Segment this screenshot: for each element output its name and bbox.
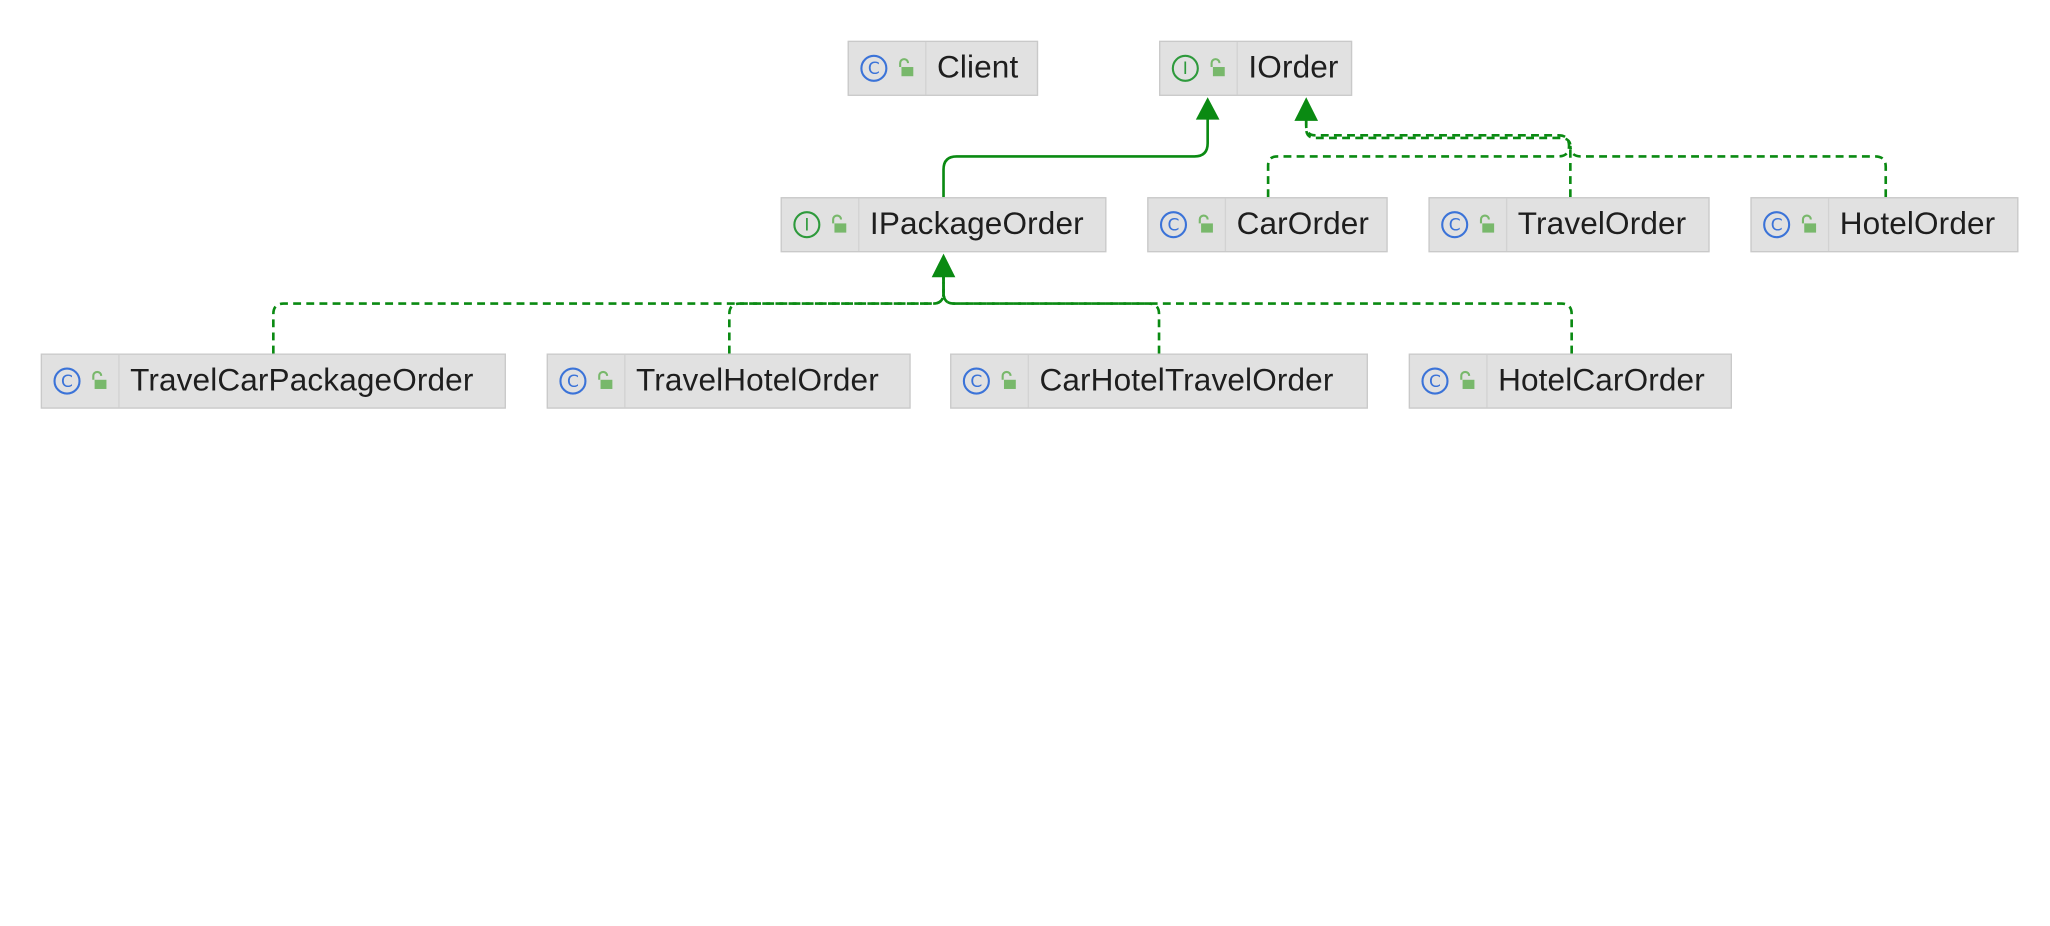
- edge-carorder-to-iorder: [1266, 118, 1571, 198]
- class-kind-icon: C: [962, 367, 991, 396]
- node-separator: [1827, 198, 1830, 251]
- class-node-travelhotelorder[interactable]: C TravelHotelOrder: [546, 353, 911, 409]
- edge-travelorder-to-iorder: [1304, 118, 1572, 198]
- unlocked-public-icon: [1205, 55, 1229, 81]
- interface-kind-icon: I: [1171, 54, 1200, 83]
- node-label: TravelHotelOrder: [636, 362, 879, 399]
- svg-text:C: C: [1449, 216, 1461, 236]
- node-separator: [118, 354, 120, 408]
- unlocked-public-icon: [1455, 368, 1479, 394]
- svg-text:C: C: [1771, 216, 1783, 236]
- svg-text:C: C: [1429, 372, 1441, 392]
- node-label: IPackageOrder: [869, 206, 1084, 242]
- svg-text:C: C: [868, 59, 880, 79]
- class-kind-icon: C: [53, 367, 82, 396]
- node-separator: [1027, 354, 1029, 408]
- unlocked-public-icon: [827, 212, 851, 238]
- class-kind-icon: C: [1762, 210, 1791, 239]
- edge-hotelcarorder-to-ipackageorder: [942, 275, 1573, 354]
- node-separator: [1236, 42, 1238, 95]
- class-node-carhoteltravelorder[interactable]: C CarHotelTravelOrder: [950, 353, 1368, 409]
- node-label: IOrder: [1248, 49, 1339, 86]
- arrowhead-iorder-solid: [1195, 97, 1220, 120]
- class-kind-icon: C: [1440, 210, 1469, 239]
- svg-text:C: C: [970, 372, 982, 392]
- edge-carhoteltravelorder-to-ipackageorder: [942, 275, 1161, 354]
- edge-hotelorder-to-iorder: [1569, 145, 1888, 198]
- node-label: HotelCarOrder: [1498, 362, 1705, 399]
- class-kind-icon: C: [1159, 210, 1188, 239]
- unlocked-public-icon: [894, 55, 918, 81]
- unlocked-public-icon: [593, 368, 617, 394]
- class-node-hotelcarorder[interactable]: C HotelCarOrder: [1408, 353, 1732, 409]
- edge-travelcarpackageorder-to-ipackageorder: [272, 275, 945, 354]
- arrowhead-ipackageorder: [931, 253, 956, 278]
- svg-text:I: I: [1183, 59, 1188, 79]
- class-node-travelorder[interactable]: C TravelOrder: [1428, 197, 1710, 253]
- class-node-carorder[interactable]: C CarOrder: [1147, 197, 1388, 253]
- node-label: TravelOrder: [1517, 206, 1687, 242]
- node-separator: [925, 42, 927, 95]
- class-node-travelcarpackageorder[interactable]: C TravelCarPackageOrder: [40, 353, 506, 409]
- node-separator: [1224, 198, 1227, 251]
- node-label: TravelCarPackageOrder: [130, 362, 474, 399]
- edge-ipackageorder-to-iorder: [942, 115, 1209, 198]
- svg-text:C: C: [1168, 216, 1180, 236]
- arrowhead-iorder-dashed: [1294, 97, 1319, 121]
- unlocked-public-icon: [1796, 212, 1820, 238]
- unlocked-public-icon: [87, 368, 111, 394]
- edge-travelhotelorder-to-ipackageorder: [728, 275, 945, 354]
- node-label: CarOrder: [1236, 206, 1370, 242]
- unlocked-public-icon: [1474, 212, 1498, 238]
- node-separator: [858, 198, 860, 251]
- unlocked-public-icon: [1193, 212, 1217, 238]
- class-node-client[interactable]: C Client: [847, 40, 1039, 96]
- node-separator: [1505, 198, 1508, 251]
- node-label: CarHotelTravelOrder: [1039, 362, 1334, 399]
- class-kind-icon: C: [1421, 367, 1450, 396]
- class-kind-icon: C: [558, 367, 587, 396]
- class-node-hotelorder[interactable]: C HotelOrder: [1750, 197, 2019, 253]
- node-label: HotelOrder: [1839, 206, 1996, 242]
- svg-text:C: C: [567, 372, 579, 392]
- node-label: Client: [936, 49, 1019, 86]
- interface-node-iorder[interactable]: I IOrder: [1159, 40, 1353, 96]
- node-separator: [624, 354, 626, 408]
- interface-node-ipackageorder[interactable]: I IPackageOrder: [780, 197, 1107, 253]
- unlocked-public-icon: [996, 368, 1020, 394]
- svg-text:I: I: [804, 216, 809, 236]
- interface-kind-icon: I: [792, 210, 821, 239]
- svg-text:C: C: [61, 372, 73, 392]
- class-kind-icon: C: [859, 54, 888, 83]
- node-separator: [1486, 354, 1488, 408]
